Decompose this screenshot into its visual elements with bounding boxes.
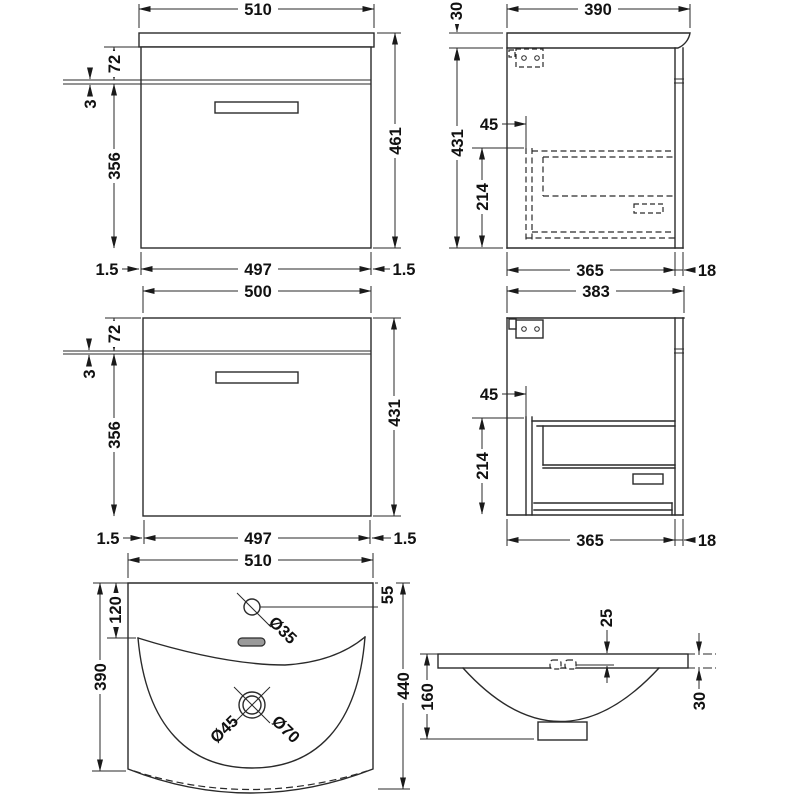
drawer-handle: [214, 101, 299, 114]
overflow-slot-hidden: [549, 659, 562, 670]
dim-drawer-front-width: 497: [244, 530, 272, 548]
bracket-screw-hole: [521, 326, 527, 332]
dim-drawer-front-height: 356: [106, 421, 124, 449]
dim-carcass-depth: 365: [576, 262, 604, 280]
wall-bracket-hidden: [515, 48, 544, 68]
drawer-handle-side: [632, 473, 664, 485]
basin-profile-view: 25 160 30: [418, 609, 716, 741]
wall-bracket-hook-hidden: [508, 49, 516, 58]
dim-front-thickness: 18: [698, 532, 716, 550]
dim-carcass-height: 431: [449, 129, 467, 157]
basin-rim-profile: [437, 653, 689, 669]
dim-overall-height: 461: [387, 127, 405, 155]
dim-overflow-drop: 25: [598, 609, 616, 627]
dim-bowl-depth: 160: [419, 683, 437, 711]
dim-bowl-length: 390: [92, 663, 110, 691]
dim-worktop-width: 510: [244, 1, 272, 19]
dim-worktop-thickness: 30: [448, 2, 466, 20]
bracket-screw-hole: [534, 55, 540, 61]
bowl-top-edge: [137, 636, 366, 666]
basin-plan-view: 510 120 55 390 440 Ø35 Ø45 Ø70: [91, 552, 413, 794]
dim-drawer-front-width: 497: [244, 261, 272, 279]
waste-outlet-inner: [242, 695, 262, 715]
dim-overall-depth: 390: [584, 1, 612, 19]
overflow-slot: [237, 637, 266, 647]
dim-gap-left: 1.5: [97, 530, 120, 548]
dim-top-to-seam: 72: [106, 325, 124, 343]
dim-drawer-setback: 45: [480, 386, 498, 404]
dim-gap-right: 1.5: [393, 261, 416, 279]
dim-carcass-depth: 365: [576, 532, 604, 550]
worktop-profile: [506, 32, 691, 49]
dim-front-thickness: 18: [698, 262, 716, 280]
dim-seam-gap: 3: [82, 99, 100, 108]
dim-worktop-to-seam: 72: [106, 55, 124, 73]
side-view-cabinet: 383 45 214 365 18: [472, 283, 716, 550]
waste-cross-line: [233, 686, 271, 724]
side-view-with-worktop: 30 390 45 431 214 365 18: [447, 0, 716, 280]
bowl-outline: [137, 636, 366, 769]
dim-cabinet-width: 500: [244, 283, 272, 301]
dim-cabinet-height: 431: [386, 399, 404, 427]
wall-bracket-hook: [508, 318, 517, 330]
cabinet-body: [140, 46, 372, 249]
dim-drawer-setback: 45: [480, 116, 498, 134]
dim-rim-height: 30: [691, 692, 709, 710]
dim-seam-gap: 3: [81, 369, 99, 378]
dim-gap-left: 1.5: [96, 261, 119, 279]
cabinet-body: [142, 317, 372, 517]
dim-tap-hole-inset: 55: [379, 586, 397, 604]
dim-drawer-side-height: 214: [474, 182, 492, 210]
bowl-profile: [462, 667, 660, 723]
waste-outlet-outer: [238, 691, 266, 719]
waste-trap: [537, 721, 588, 741]
worktop-front: [138, 32, 375, 48]
drawer-hidden-outline: [525, 148, 675, 243]
tap-hole-leader: [236, 592, 272, 628]
dim-tap-hole-offset: 120: [107, 596, 125, 624]
dim-basin-width: 510: [244, 552, 272, 570]
dim-gap-right: 1.5: [394, 530, 417, 548]
drawer-handle-hidden: [633, 203, 664, 214]
front-view-cabinet: 500 72 3 356 431 1.5 497 1.5: [63, 283, 416, 548]
front-view-with-worktop: 510 72 3 356 461 1.5 497 1.5: [63, 1, 415, 279]
overflow-slot-hidden: [564, 659, 577, 670]
dim-basin-depth: 440: [395, 672, 413, 700]
bracket-screw-hole: [521, 55, 527, 61]
dim-drawer-front-height: 356: [106, 152, 124, 180]
bracket-screw-hole: [534, 326, 540, 332]
dim-drawer-side-height: 214: [474, 451, 492, 479]
dim-cabinet-depth: 383: [582, 283, 610, 301]
drawer-handle: [215, 371, 299, 384]
drawer-box-outline: [525, 416, 676, 516]
